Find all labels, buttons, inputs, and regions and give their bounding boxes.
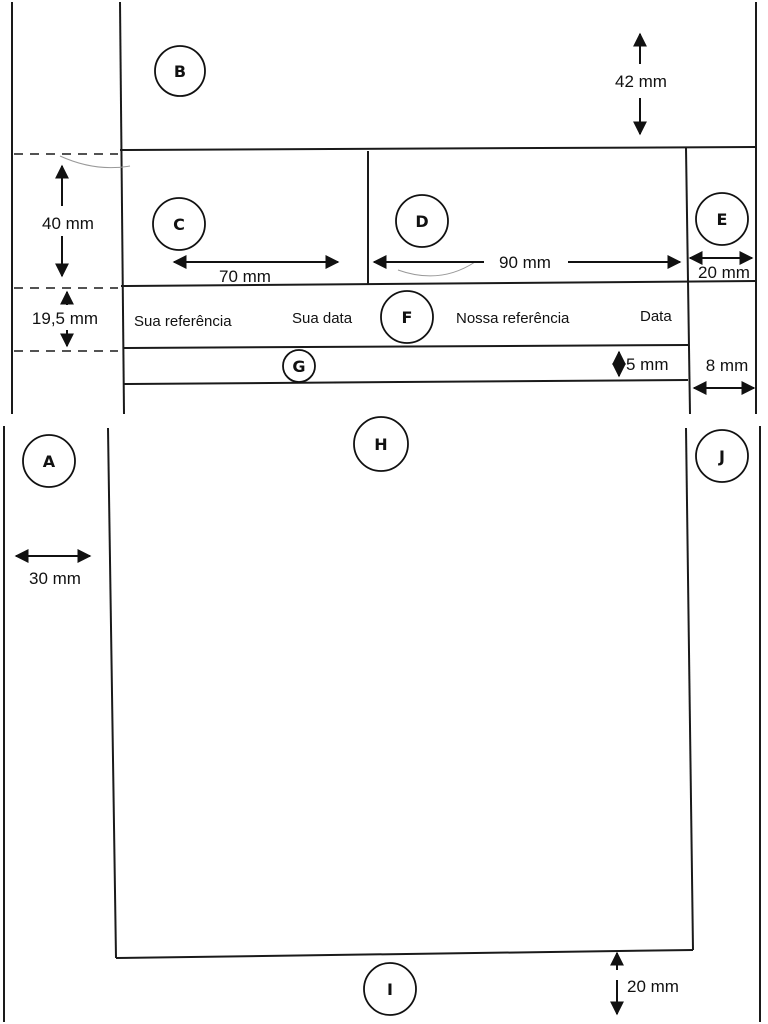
text-area-right-line	[685, 427, 694, 951]
zone-i-label: I	[387, 980, 393, 999]
zone-f-top-line	[120, 280, 757, 287]
zone-a-marker: A	[22, 434, 76, 488]
f-row-height-label: 19,5 mm	[32, 309, 98, 328]
zone-f-circle	[380, 290, 434, 344]
zone-e-marker: E	[695, 192, 749, 246]
zone-g-marker: G	[282, 349, 316, 383]
zone-b-marker: B	[154, 45, 206, 97]
your-reference-field: Sua referência	[134, 313, 232, 330]
zone-i-circle	[363, 962, 417, 1016]
lower-page-frame	[3, 426, 761, 1022]
zone-c-circle	[152, 197, 206, 251]
our-reference-field: Nossa referência	[456, 310, 570, 327]
zone-c-label: C	[173, 215, 185, 234]
e-width-label: 20 mm	[698, 263, 750, 282]
c-block-height-label: 40 mm	[42, 214, 94, 233]
zone-h-marker: H	[353, 416, 409, 472]
zone-d-marker: D	[395, 194, 449, 248]
zone-h-circle	[353, 416, 409, 472]
date-field: Data	[640, 308, 672, 325]
upper-page-frame	[11, 1, 757, 415]
g-height-label: 5 mm	[626, 355, 669, 374]
zone-b-bottom-line	[119, 146, 757, 151]
text-area-left-line	[107, 427, 117, 959]
zone-a-circle	[22, 434, 76, 488]
zone-e-label: E	[717, 210, 728, 229]
zone-d-label: D	[415, 212, 428, 231]
scan-mark	[397, 261, 476, 277]
zone-g-circle	[282, 349, 316, 383]
zone-f-marker: F	[380, 290, 434, 344]
zone-i-marker: I	[363, 962, 417, 1016]
zone-g-label: G	[292, 357, 305, 376]
zone-e-circle	[695, 192, 749, 246]
bottom-margin-label: 20 mm	[627, 977, 679, 996]
scan-mark	[59, 155, 131, 169]
zone-g-bottom-line	[123, 379, 689, 385]
left-margin-line	[119, 1, 125, 415]
zone-j-marker: J	[695, 429, 749, 483]
zone-j-label: J	[718, 447, 725, 466]
zone-c-marker: C	[152, 197, 206, 251]
your-date-field: Sua data	[292, 310, 353, 327]
zone-a-label: A	[43, 452, 56, 471]
text-area-bottom-line	[115, 949, 694, 959]
left-margin-label: 30 mm	[29, 569, 81, 588]
zone-j-circle	[695, 429, 749, 483]
b-height-label: 42 mm	[615, 72, 667, 91]
zone-d-circle	[395, 194, 449, 248]
d-width-label: 90 mm	[499, 253, 551, 272]
zone-f-label: F	[402, 308, 413, 327]
zone-b-label: B	[174, 62, 186, 81]
zone-h-label: H	[374, 435, 387, 454]
zone-b-circle	[154, 45, 206, 97]
zone-g-top-line	[122, 344, 689, 349]
left-margin-guides	[14, 153, 118, 352]
c-width-label: 70 mm	[219, 267, 271, 286]
right-margin-label: 8 mm	[706, 356, 749, 375]
